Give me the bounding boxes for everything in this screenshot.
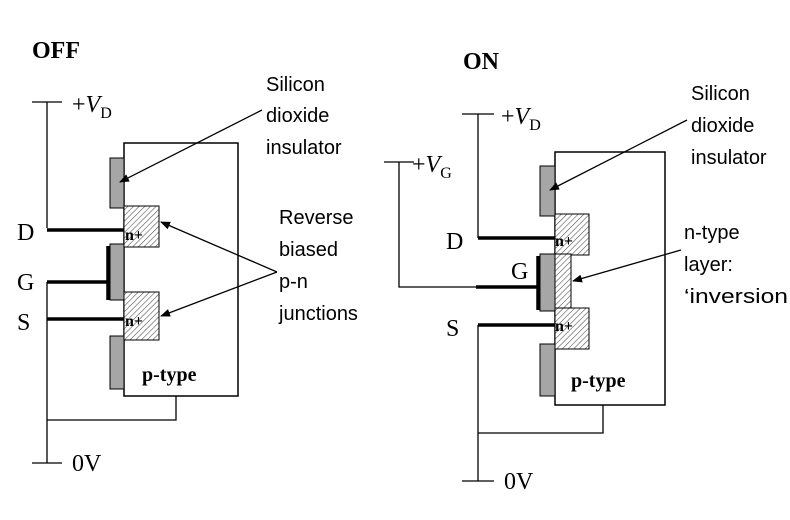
off-oxide-gate: [109, 243, 125, 301]
off-source-n-label: n+: [125, 313, 143, 330]
on-oxide-arrow: [549, 119, 688, 191]
on-oxide-bottom: [539, 343, 556, 397]
on-drain-n-label: n+: [555, 233, 573, 250]
off-oxide-top: [109, 157, 125, 209]
on-substrate-return: [478, 405, 604, 434]
off-junction-annotation: Reverse biased p-n junctions: [160, 207, 358, 325]
on-source-n-label: n+: [555, 318, 573, 335]
off-p-substrate: [123, 142, 239, 397]
on-oxide-annotation-line-1: Silicon: [691, 83, 750, 105]
on-title: ON: [463, 49, 500, 75]
off-substrate-return: [47, 396, 177, 421]
on-inversion-annotation: n-type layer: ‘inversion: [572, 222, 788, 308]
off-substrate-label: p-type: [142, 364, 197, 386]
off-junction-arrow-drain: [160, 221, 278, 273]
on-drain-supply-main: V: [515, 104, 532, 130]
off-oxide-bottom: [109, 335, 125, 390]
on-oxide-gate: [539, 253, 556, 312]
off-junction-annotation-line-1: Reverse: [279, 207, 353, 229]
on-source-n-region: [554, 307, 590, 350]
on-drain-label: D: [446, 229, 463, 255]
off-oxide-annotation: Silicon dioxide insulator: [119, 74, 342, 183]
off-oxide-annotation-line-3: insulator: [266, 137, 342, 159]
off-oxide-annotation-line-2: dioxide: [266, 105, 329, 127]
off-state-panel: OFF +VD n+ n+ D G S 0V p-type S: [17, 38, 358, 477]
on-gate-supply-prefix: +: [412, 152, 426, 178]
on-drain-supply-label: +VD: [501, 104, 541, 134]
off-drain-supply-sub: D: [100, 105, 112, 122]
off-drain-n-label: n+: [125, 227, 143, 244]
on-gate-supply-label: +VG: [412, 152, 452, 182]
on-gate-label: G: [511, 259, 528, 285]
on-inversion-layer: [554, 253, 572, 312]
on-oxide-top: [539, 165, 556, 217]
on-oxide-annotation-line-3: insulator: [691, 147, 767, 169]
on-state-panel: ON +VD +VG n+ n+ D G: [384, 49, 788, 495]
off-drain-n-region: [123, 205, 160, 248]
off-junction-arrow-source: [160, 271, 278, 317]
off-junction-annotation-line-3: p-n: [279, 271, 308, 293]
on-drain-supply-prefix: +: [501, 104, 515, 130]
off-title: OFF: [32, 38, 80, 64]
off-oxide-arrow: [119, 109, 263, 183]
off-ground-label: 0V: [72, 451, 102, 477]
off-source-n-region: [123, 291, 160, 341]
off-source-label: S: [17, 310, 30, 336]
on-source-label: S: [446, 316, 459, 342]
on-inversion-annotation-line-3: ‘inversion: [684, 286, 788, 308]
off-junction-annotation-line-4: junctions: [278, 303, 358, 325]
on-drain-n-region: [554, 213, 590, 256]
off-junction-annotation-line-2: biased: [279, 239, 338, 261]
off-drain-label: D: [17, 220, 34, 246]
on-gate-supply-main: V: [426, 152, 443, 178]
on-gate-supply-sub: G: [440, 165, 452, 182]
off-drain-supply-main: V: [86, 92, 103, 118]
on-gate-supply-wire: [398, 162, 476, 288]
off-gate-lead: [47, 246, 110, 300]
off-gate-label: G: [17, 270, 34, 296]
on-inversion-arrow: [572, 249, 682, 283]
on-oxide-annotation: Silicon dioxide insulator: [549, 83, 767, 191]
off-drain-supply-label: +VD: [72, 92, 112, 122]
on-substrate-label: p-type: [571, 370, 626, 392]
on-inversion-annotation-line-1: n-type: [684, 222, 740, 244]
on-drain-supply-sub: D: [529, 117, 541, 134]
on-ground-label: 0V: [504, 469, 534, 495]
on-gate-lead: [476, 256, 540, 310]
off-drain-supply-prefix: +: [72, 92, 86, 118]
off-oxide-annotation-line-1: Silicon: [266, 74, 325, 96]
on-inversion-annotation-line-2: layer:: [684, 254, 733, 276]
on-oxide-annotation-line-2: dioxide: [691, 115, 754, 137]
